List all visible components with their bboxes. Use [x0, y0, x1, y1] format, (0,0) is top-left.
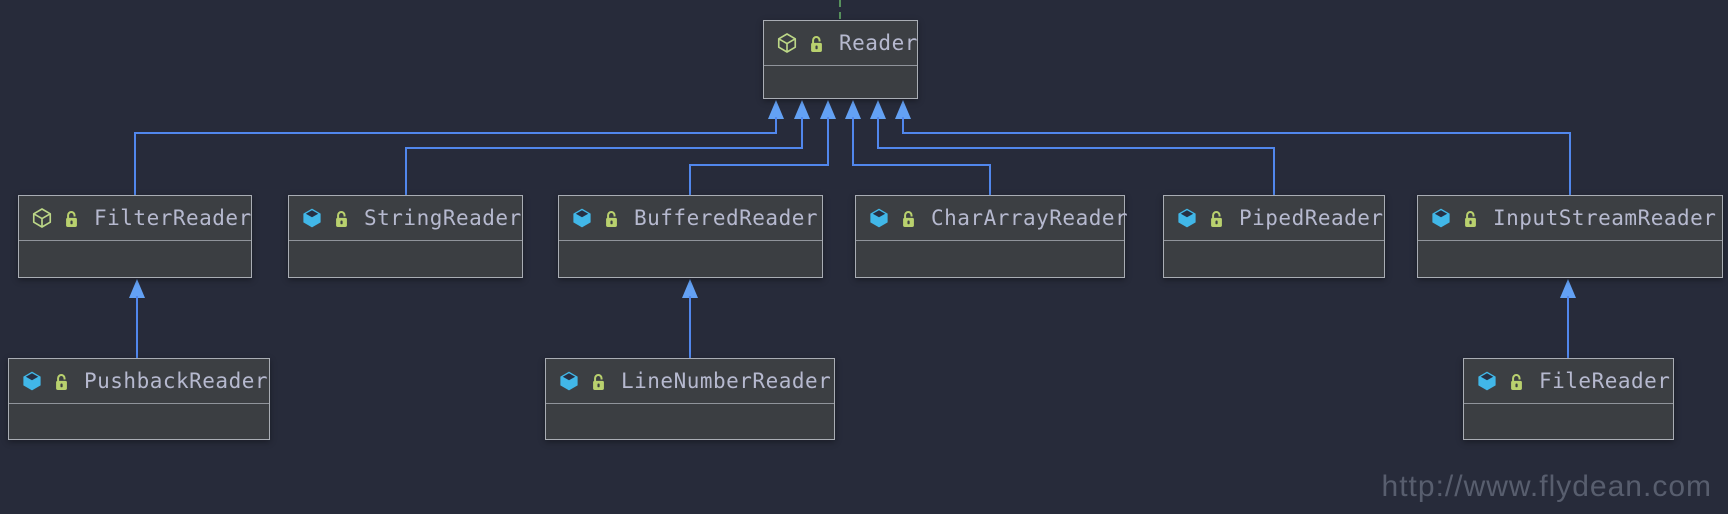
class-node-pushbackreader[interactable]: PushbackReader — [8, 358, 270, 440]
class-node-inputstreamreader[interactable]: InputStreamReader — [1417, 195, 1723, 278]
watermark: http://www.flydean.com — [1381, 470, 1712, 503]
public-lock-icon — [1461, 208, 1480, 229]
node-header: BufferedReader — [559, 196, 822, 241]
edge-filterreader-to-reader-arrowhead — [768, 100, 784, 119]
class-icon — [1176, 207, 1198, 229]
node-header: LineNumberReader — [546, 359, 834, 404]
edge-chararrayreader-to-reader-arrowhead — [845, 100, 861, 119]
edge-pushbackreader-to-filterreader-arrowhead — [129, 279, 145, 298]
class-name-label: CharArrayReader — [931, 206, 1129, 230]
public-lock-icon — [52, 371, 71, 392]
public-lock-icon — [602, 208, 621, 229]
node-header: StringReader — [289, 196, 522, 241]
class-icon — [301, 207, 323, 229]
edge-chararrayreader-to-reader — [852, 117, 991, 196]
public-lock-icon — [62, 208, 81, 229]
edge-filterreader-to-reader — [134, 117, 777, 196]
edge-filereader-to-inputstreamreader-arrowhead — [1560, 279, 1576, 298]
public-lock-icon — [589, 371, 608, 392]
class-node-linenumberreader[interactable]: LineNumberReader — [545, 358, 835, 440]
node-header: Reader — [764, 21, 917, 66]
node-body — [1164, 241, 1384, 277]
class-node-chararrayreader[interactable]: CharArrayReader — [855, 195, 1128, 278]
class-node-stringreader[interactable]: StringReader — [288, 195, 523, 278]
abstract-class-icon — [776, 32, 798, 54]
edge-linenumberreader-to-bufferedreader-arrowhead — [682, 279, 698, 298]
class-icon — [558, 370, 580, 392]
public-lock-icon — [1207, 208, 1226, 229]
node-body — [856, 241, 1124, 277]
node-header: PushbackReader — [9, 359, 269, 404]
class-icon — [571, 207, 593, 229]
class-name-label: InputStreamReader — [1493, 206, 1717, 230]
node-body — [559, 241, 822, 277]
node-header: InputStreamReader — [1418, 196, 1722, 241]
node-body — [19, 241, 251, 277]
edge-bufferedreader-to-reader-arrowhead — [820, 100, 836, 119]
edge-stringreader-to-reader-arrowhead — [794, 100, 810, 119]
node-body — [289, 241, 522, 277]
public-lock-icon — [332, 208, 351, 229]
class-icon — [1476, 370, 1498, 392]
node-header: FilterReader — [19, 196, 251, 241]
edge-pipedreader-to-reader — [877, 117, 1275, 196]
node-body — [546, 404, 834, 439]
class-name-label: Reader — [839, 31, 918, 55]
class-name-label: PipedReader — [1239, 206, 1384, 230]
edge-inputstreamreader-to-reader-arrowhead — [895, 100, 911, 119]
node-body — [764, 66, 917, 98]
node-header: CharArrayReader — [856, 196, 1128, 241]
public-lock-icon — [807, 33, 826, 54]
class-node-bufferedreader[interactable]: BufferedReader — [558, 195, 823, 278]
abstract-class-icon — [31, 207, 53, 229]
class-name-label: StringReader — [364, 206, 522, 230]
class-node-reader[interactable]: Reader — [763, 20, 918, 99]
node-body — [1418, 241, 1722, 277]
class-node-pipedreader[interactable]: PipedReader — [1163, 195, 1385, 278]
node-body — [9, 404, 269, 439]
public-lock-icon — [1507, 371, 1526, 392]
node-header: FileReader — [1464, 359, 1673, 404]
class-name-label: FilterReader — [94, 206, 252, 230]
edge-pipedreader-to-reader-arrowhead — [870, 100, 886, 119]
class-name-label: PushbackReader — [84, 369, 269, 393]
edge-bufferedreader-to-reader — [689, 117, 829, 196]
edge-stringreader-to-reader — [405, 117, 803, 196]
class-icon — [868, 207, 890, 229]
class-icon — [21, 370, 43, 392]
class-icon — [1430, 207, 1452, 229]
class-name-label: FileReader — [1539, 369, 1671, 393]
class-node-filereader[interactable]: FileReader — [1463, 358, 1674, 440]
node-header: PipedReader — [1164, 196, 1384, 241]
class-name-label: LineNumberReader — [621, 369, 832, 393]
node-body — [1464, 404, 1673, 439]
class-node-filterreader[interactable]: FilterReader — [18, 195, 252, 278]
public-lock-icon — [899, 208, 918, 229]
class-name-label: BufferedReader — [634, 206, 819, 230]
edge-inputstreamreader-to-reader — [902, 117, 1571, 196]
